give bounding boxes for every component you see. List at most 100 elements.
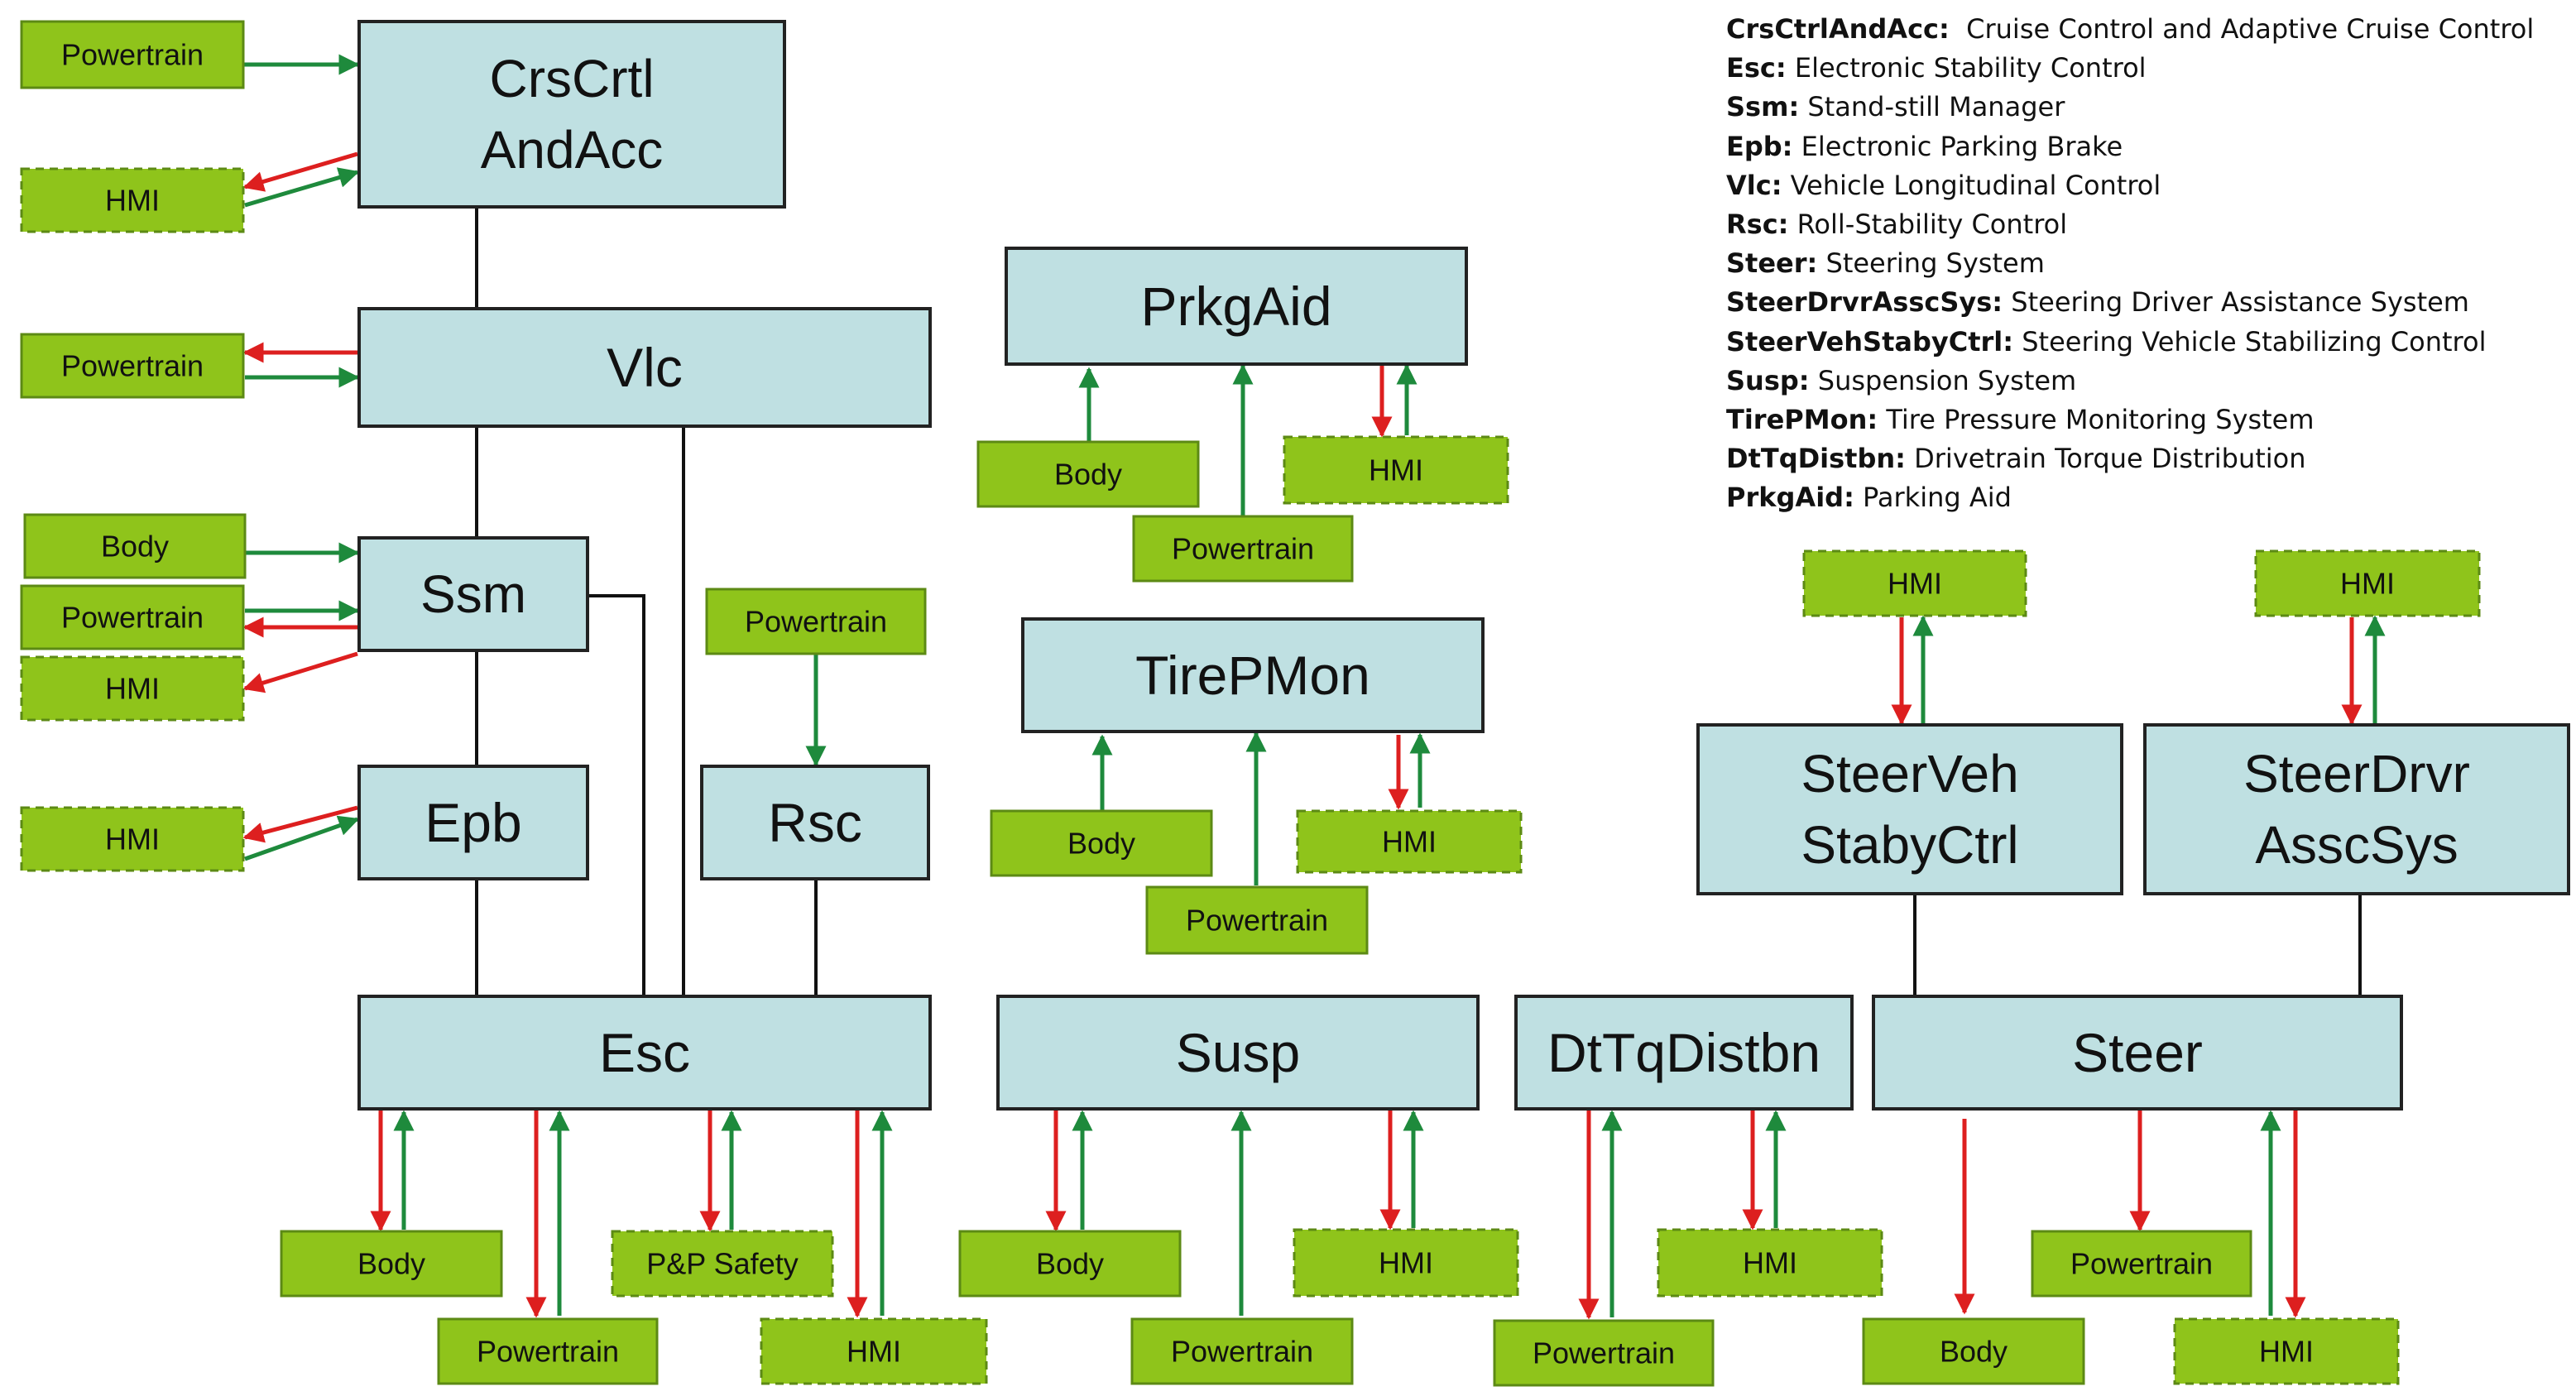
signal-tp-body: Body bbox=[990, 809, 1213, 877]
solid-signal-box bbox=[2031, 1230, 2252, 1298]
legend-description: Stand-still Manager bbox=[1799, 91, 2065, 123]
module-box bbox=[1005, 247, 1468, 366]
signal-tp-pt: Powertrain bbox=[1145, 885, 1369, 955]
module-box bbox=[1872, 995, 2403, 1111]
solid-signal-box bbox=[976, 440, 1200, 508]
module-label: Vlc bbox=[607, 337, 683, 398]
module-label: AndAcc bbox=[481, 120, 664, 180]
signal-rsc-pt: Powertrain bbox=[705, 588, 927, 655]
module-label: Steer bbox=[2072, 1022, 2203, 1083]
signal-vlc-pt: Powertrain bbox=[20, 333, 245, 399]
receive-arrow bbox=[242, 651, 358, 693]
module-vlc: Vlc bbox=[357, 307, 932, 428]
module-rsc: Rsc bbox=[700, 765, 930, 880]
signal-ssm-pt: Powertrain bbox=[20, 584, 245, 650]
legend-row: Ssm: Stand-still Manager bbox=[1726, 88, 2562, 127]
legend-description: Vehicle Longitudinal Control bbox=[1782, 169, 2161, 201]
dashed-signal-box bbox=[1296, 809, 1523, 874]
signal-label: HMI bbox=[1379, 1246, 1433, 1280]
signal-su-body: Body bbox=[958, 1230, 1182, 1298]
module-susp: Susp bbox=[996, 995, 1480, 1111]
module-box bbox=[996, 995, 1480, 1111]
legend-description: Electronic Parking Brake bbox=[1792, 130, 2123, 162]
solid-signal-box bbox=[990, 809, 1213, 877]
module-links bbox=[475, 207, 2362, 996]
legend-abbreviation: CrsCtrlAndAcc: bbox=[1726, 13, 1950, 45]
legend-abbreviation: SteerVehStabyCtrl: bbox=[1726, 325, 2014, 357]
signal-label: Powertrain bbox=[2070, 1247, 2213, 1281]
module-esc: Esc bbox=[357, 995, 932, 1111]
signal-ssm-body: Body bbox=[23, 513, 247, 579]
legend-row: Rsc: Roll-Stability Control bbox=[1726, 205, 2562, 244]
legend-abbreviation: PrkgAid: bbox=[1726, 482, 1854, 514]
signal-esc-pp: P&P Safety bbox=[611, 1230, 834, 1298]
signal-label: Body bbox=[1067, 827, 1135, 861]
signal-label: Body bbox=[357, 1247, 425, 1281]
module-label: Susp bbox=[1176, 1022, 1300, 1083]
signal-boxes: PowertrainHMIPowertrainBodyPowertrainHMI… bbox=[20, 20, 2481, 1387]
module-dttq: DtTqDistbn bbox=[1514, 995, 1854, 1111]
signal-label: Powertrain bbox=[61, 349, 204, 383]
module-link bbox=[588, 594, 645, 996]
module-prkgaid: PrkgAid bbox=[1005, 247, 1468, 366]
dashed-signal-box bbox=[611, 1230, 834, 1298]
signal-label: Powertrain bbox=[1186, 904, 1328, 938]
signal-label: Powertrain bbox=[1172, 532, 1314, 566]
module-box bbox=[357, 20, 786, 209]
dashed-signal-box bbox=[20, 655, 245, 722]
signal-pa-body: Body bbox=[976, 440, 1200, 508]
legend-description: Roll-Stability Control bbox=[1788, 209, 2068, 241]
module-label: PrkgAid bbox=[1140, 276, 1331, 337]
signal-dt-pt: Powertrain bbox=[1493, 1319, 1715, 1387]
signal-label: Powertrain bbox=[61, 601, 204, 635]
solid-signal-box bbox=[1130, 1317, 1354, 1385]
module-tirepmon: TirePMon bbox=[1021, 617, 1485, 733]
signal-label: Powertrain bbox=[1171, 1335, 1313, 1369]
legend-row: Steer: Steering System bbox=[1726, 244, 2562, 283]
legend-row: CrsCtrlAndAcc: Cruise Control and Adapti… bbox=[1726, 10, 2562, 49]
solid-signal-box bbox=[23, 513, 247, 579]
module-label: Rsc bbox=[768, 792, 862, 853]
module-box bbox=[1021, 617, 1485, 733]
module-label: CrsCrtl bbox=[489, 49, 654, 108]
legend-abbreviation: Epb: bbox=[1726, 130, 1793, 162]
legend-description: Parking Aid bbox=[1854, 482, 2012, 514]
module-label: TirePMon bbox=[1135, 645, 1370, 706]
legend-abbreviation: Esc: bbox=[1726, 52, 1787, 84]
solid-signal-box bbox=[437, 1317, 659, 1385]
signal-ssm-hmi: HMI bbox=[20, 655, 245, 722]
dashed-signal-box bbox=[20, 167, 245, 233]
module-label: AsscSys bbox=[2255, 815, 2458, 875]
module-box bbox=[357, 765, 589, 880]
signal-su-hmi: HMI bbox=[1293, 1228, 1519, 1298]
module-box bbox=[700, 765, 930, 880]
legend-row: Susp: Suspension System bbox=[1726, 362, 2562, 401]
signal-pa-pt: Powertrain bbox=[1132, 515, 1354, 583]
legend-description: Steering Driver Assistance System bbox=[2003, 286, 2469, 319]
signal-label: Body bbox=[1036, 1247, 1104, 1281]
send-arrow bbox=[244, 815, 360, 861]
module-steerveh: SteerVehStabyCtrl bbox=[1696, 723, 2123, 895]
module-label: Esc bbox=[599, 1022, 690, 1083]
module-label: SteerDrvr bbox=[2243, 744, 2470, 804]
legend-row: Epb: Electronic Parking Brake bbox=[1726, 127, 2562, 166]
signal-dt-hmi: HMI bbox=[1657, 1228, 1883, 1298]
receive-arrow bbox=[242, 805, 358, 843]
signal-su-pt: Powertrain bbox=[1130, 1317, 1354, 1385]
signal-label: HMI bbox=[1369, 453, 1423, 487]
legend-abbreviation: SteerDrvrAsscSys: bbox=[1726, 286, 2003, 319]
signal-sv-hmi: HMI bbox=[1802, 549, 2027, 617]
module-box bbox=[2143, 723, 2570, 895]
signal-arrows bbox=[242, 54, 2386, 1320]
legend-row: Vlc: Vehicle Longitudinal Control bbox=[1726, 166, 2562, 205]
dashed-signal-box bbox=[1283, 435, 1509, 505]
signal-cc-hmi: HMI bbox=[20, 167, 245, 233]
signal-label: HMI bbox=[105, 823, 160, 856]
legend-description: Drivetrain Torque Distribution bbox=[1905, 443, 2306, 475]
signal-label: P&P Safety bbox=[646, 1247, 798, 1281]
module-epb: Epb bbox=[357, 765, 589, 880]
legend-description: Steering Vehicle Stabilizing Control bbox=[2013, 325, 2487, 357]
signal-st-body: Body bbox=[1862, 1317, 2085, 1385]
